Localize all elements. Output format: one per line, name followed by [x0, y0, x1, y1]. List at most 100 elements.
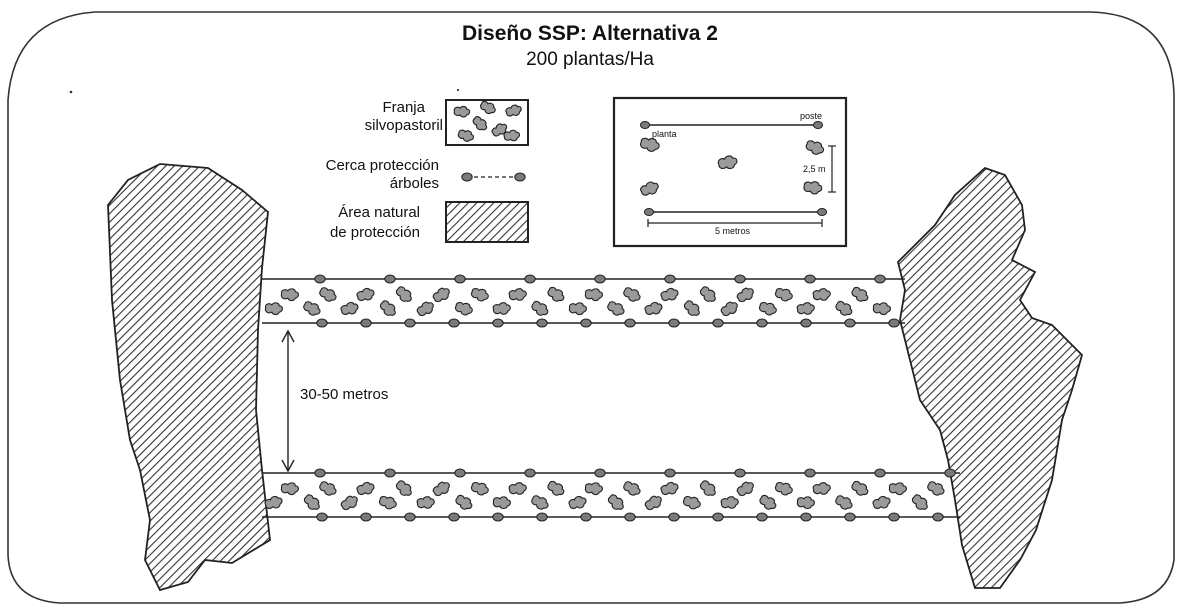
plant-icon: [796, 302, 815, 315]
plant-icon: [453, 105, 471, 118]
plant-icon: [432, 287, 450, 303]
plant-icon: [805, 140, 825, 155]
plant-icon: [568, 302, 587, 316]
plant-icon: [319, 287, 337, 302]
post-icon: [524, 468, 536, 478]
plant-icon: [303, 494, 320, 510]
legend-strip-label-line2: silvopastoril: [365, 117, 443, 134]
plant-icon: [303, 301, 321, 316]
post-icon: [316, 512, 328, 522]
lower-strip-plants: [264, 480, 945, 511]
post-icon: [664, 468, 676, 478]
plant-icon: [547, 480, 565, 496]
plant-icon: [395, 480, 412, 496]
plant-icon: [835, 495, 853, 510]
post-icon: [524, 274, 536, 284]
diagram-subtitle: 200 plantas/Ha: [526, 49, 654, 70]
plant-icon: [888, 482, 907, 496]
plant-icon: [644, 301, 663, 316]
post-icon: [448, 318, 460, 328]
legend-strip-plants: [453, 100, 522, 142]
legend-area-swatch: [445, 201, 529, 243]
plant-icon: [736, 287, 754, 303]
post-icon: [454, 468, 466, 478]
plant-icon: [758, 301, 777, 316]
post-icon: [314, 468, 326, 478]
post-icon: [461, 172, 473, 182]
plant-icon: [264, 495, 283, 510]
post-icon: [668, 318, 680, 328]
plant-icon: [682, 495, 701, 510]
plant-icon: [623, 287, 641, 302]
post-icon: [384, 468, 396, 478]
plant-icon: [356, 287, 375, 302]
legend-strip-label-line1: Franja: [382, 99, 425, 116]
post-icon: [844, 318, 856, 328]
plant-icon: [455, 494, 473, 510]
plant-icon: [491, 123, 508, 137]
plant-icon: [395, 286, 412, 302]
post-icon: [360, 512, 372, 522]
post-icon: [944, 468, 956, 478]
inset-frame: [612, 96, 848, 248]
post-icon: [492, 512, 504, 522]
lower-silvopastoral-strip: [262, 468, 960, 522]
plant-icon: [340, 495, 358, 511]
plant-icon: [319, 481, 337, 496]
post-icon: [800, 318, 812, 328]
upper-strip-plants: [264, 286, 891, 317]
outer-frame: [7, 11, 1175, 604]
lower-strip-posts: [314, 468, 956, 522]
post-icon: [734, 468, 746, 478]
legend-fence-label-line2: árboles: [390, 175, 439, 192]
plant-icon: [480, 100, 496, 115]
post-icon: [360, 318, 372, 328]
post-icon: [756, 512, 768, 522]
post-icon: [888, 512, 900, 522]
plant-icon: [505, 104, 522, 117]
plant-icon: [492, 302, 511, 315]
post-icon: [580, 512, 592, 522]
strip-distance-indicator: 30-50 metros: [281, 329, 388, 473]
left-natural-area: [107, 163, 271, 592]
post-icon: [492, 318, 504, 328]
post-icon: [712, 512, 724, 522]
post-icon: [643, 208, 655, 216]
post-icon: [514, 172, 526, 182]
plant-icon: [835, 300, 853, 316]
post-icon: [932, 512, 944, 522]
legend-area-label-line1: Área natural: [338, 204, 420, 221]
post-icon: [668, 512, 680, 522]
plant-icon: [796, 496, 815, 510]
inset-plants: [640, 137, 825, 196]
post-icon: [639, 121, 651, 129]
post-icon: [448, 512, 460, 522]
plant-icon: [340, 301, 359, 316]
legend-area-label-line2: de protección: [330, 224, 420, 241]
plant-icon: [720, 496, 739, 509]
legend-fence-label-line1: Cerca protección: [326, 157, 439, 174]
plant-icon: [812, 288, 831, 301]
plant-icon: [640, 137, 660, 152]
post-icon: [804, 468, 816, 478]
post-icon: [888, 318, 900, 328]
spacing-detail-inset: poste planta 2,5 m 5 metros: [612, 96, 848, 248]
plant-icon: [454, 301, 473, 316]
post-icon: [624, 512, 636, 522]
plant-icon: [470, 287, 489, 302]
plant-icon: [720, 301, 738, 317]
inset-vertical-spacing-label: 2,5 m: [803, 164, 826, 174]
plant-icon: [457, 129, 475, 142]
inset-posts: [639, 121, 828, 216]
post-icon: [580, 318, 592, 328]
plant-icon: [508, 482, 527, 495]
plant-icon: [470, 481, 489, 496]
plant-icon: [568, 495, 587, 510]
post-icon: [404, 318, 416, 328]
plant-icon: [774, 481, 793, 496]
plant-icon: [280, 482, 299, 496]
plant-icon: [264, 302, 283, 316]
plant-icon: [699, 286, 716, 302]
diagram-title: Diseño SSP: Alternativa 2: [462, 22, 718, 45]
plant-icon: [584, 288, 603, 302]
